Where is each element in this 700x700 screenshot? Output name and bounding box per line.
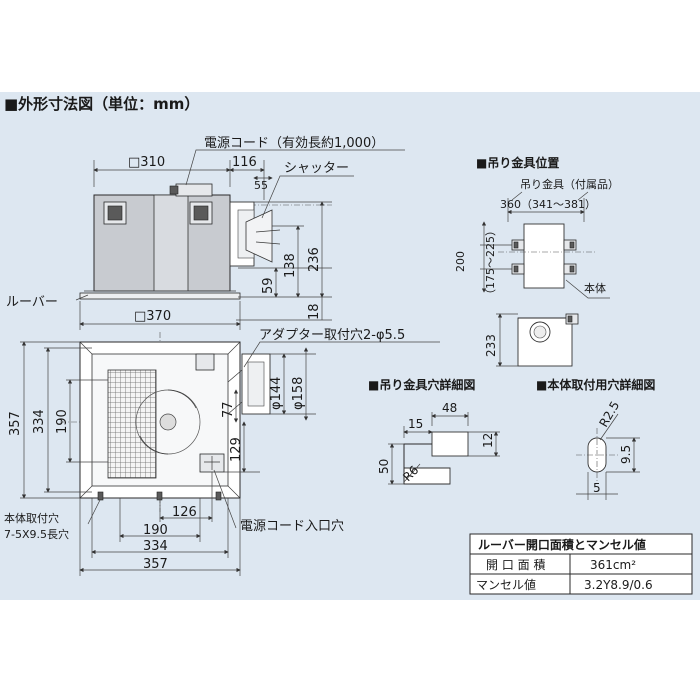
dim-9-5: 9.5 — [619, 445, 633, 464]
table-row-value: 361cm² — [590, 558, 636, 572]
dim-18: 18 — [307, 303, 322, 320]
dim-15: 15 — [408, 417, 423, 431]
hanger-hole-title: ■吊り金具穴詳細図 — [368, 377, 475, 392]
louver — [79, 292, 241, 300]
dim-357-horizontal: 357 — [143, 557, 168, 572]
dim-200: 200 — [454, 251, 467, 272]
dim-48: 48 — [442, 401, 457, 415]
front-view: □310 116 55 電源コード（有効長約1,000） シャッター 236 1… — [6, 136, 405, 330]
dim-360: 360（341～381） — [500, 198, 596, 211]
dim-138: 138 — [283, 253, 298, 278]
cord-inlet-label: 電源コード入口穴 — [240, 519, 344, 534]
table-row-label: 開 口 面 積 — [486, 557, 545, 572]
dim-12: 12 — [481, 433, 495, 448]
dim-190-horizontal: 190 — [143, 523, 168, 538]
dim-310: □310 — [128, 155, 165, 170]
table-row-value: 3.2Y8.9/0.6 — [584, 578, 653, 592]
dim-phi144: φ144 — [269, 377, 284, 410]
adapter-hole-label: アダプター取付穴2-φ5.5 — [259, 328, 405, 343]
dim-334-vertical: 334 — [32, 409, 47, 434]
dim-r25: R2.5 — [596, 399, 622, 430]
hanger-position-title: ■吊り金具位置 — [476, 155, 559, 170]
louver-spec-table: ルーバー開口面積とマンセル値 開 口 面 積 361cm² マンセル値 3.2Y… — [469, 533, 693, 595]
dim-phi158: φ158 — [291, 377, 306, 410]
louver-grille — [107, 369, 157, 479]
dim-370: □370 — [134, 309, 171, 324]
hanger-hole-detail: ■吊り金具穴詳細図 48 15 12 50 R6 — [368, 377, 500, 485]
dim-5: 5 — [593, 481, 601, 495]
dim-129: 129 — [229, 437, 244, 462]
shutter-label: シャッター — [284, 161, 349, 176]
dim-126: 126 — [172, 505, 197, 520]
plan-view: アダプター取付穴2-φ5.5 φ144 φ158 357 334 190 77 … — [4, 328, 440, 576]
dim-233: 233 — [484, 334, 498, 357]
dim-50: 50 — [377, 459, 391, 474]
cord-connector — [175, 183, 213, 197]
shutter-flap — [245, 209, 273, 263]
drawing-title: ■外形寸法図（単位：mm） — [4, 95, 199, 113]
table-row-label: マンセル値 — [476, 577, 536, 592]
mount-hole-label: 本体取付穴 — [4, 511, 59, 525]
mount-hole-spec: 7-5X9.5長穴 — [4, 527, 69, 541]
dimension-drawing: ■外形寸法図（単位：mm） □310 116 55 電源コード（ — [4, 95, 693, 595]
body-hole-title: ■本体取付用穴詳細図 — [536, 377, 655, 392]
table-header: ルーバー開口面積とマンセル値 — [478, 537, 646, 552]
dim-77: 77 — [221, 401, 236, 418]
dim-190-vertical: 190 — [55, 409, 70, 434]
hanger-position-view: ■吊り金具位置 吊り金具（付属品） 360（341～381） 200 （175～… — [454, 155, 619, 367]
dim-236: 236 — [307, 247, 322, 272]
body-hole-detail: ■本体取付用穴詳細図 R2.5 9.5 5 — [536, 377, 655, 500]
hanger-fitting-label: 吊り金具（付属品） — [520, 177, 619, 191]
dim-59: 59 — [261, 277, 276, 294]
drawing-sheet: ■外形寸法図（単位：mm） □310 116 55 電源コード（ — [0, 92, 700, 600]
hanger-body-top — [523, 223, 565, 289]
dim-116: 116 — [232, 155, 257, 170]
dim-175-225: （175～225） — [484, 225, 497, 300]
dim-357-vertical: 357 — [8, 411, 23, 436]
dim-334-horizontal: 334 — [143, 539, 168, 554]
dim-55: 55 — [254, 179, 268, 192]
body-label: 本体 — [584, 281, 606, 295]
power-cord-label: 電源コード（有効長約1,000） — [204, 136, 384, 151]
louver-label: ルーバー — [6, 295, 58, 310]
